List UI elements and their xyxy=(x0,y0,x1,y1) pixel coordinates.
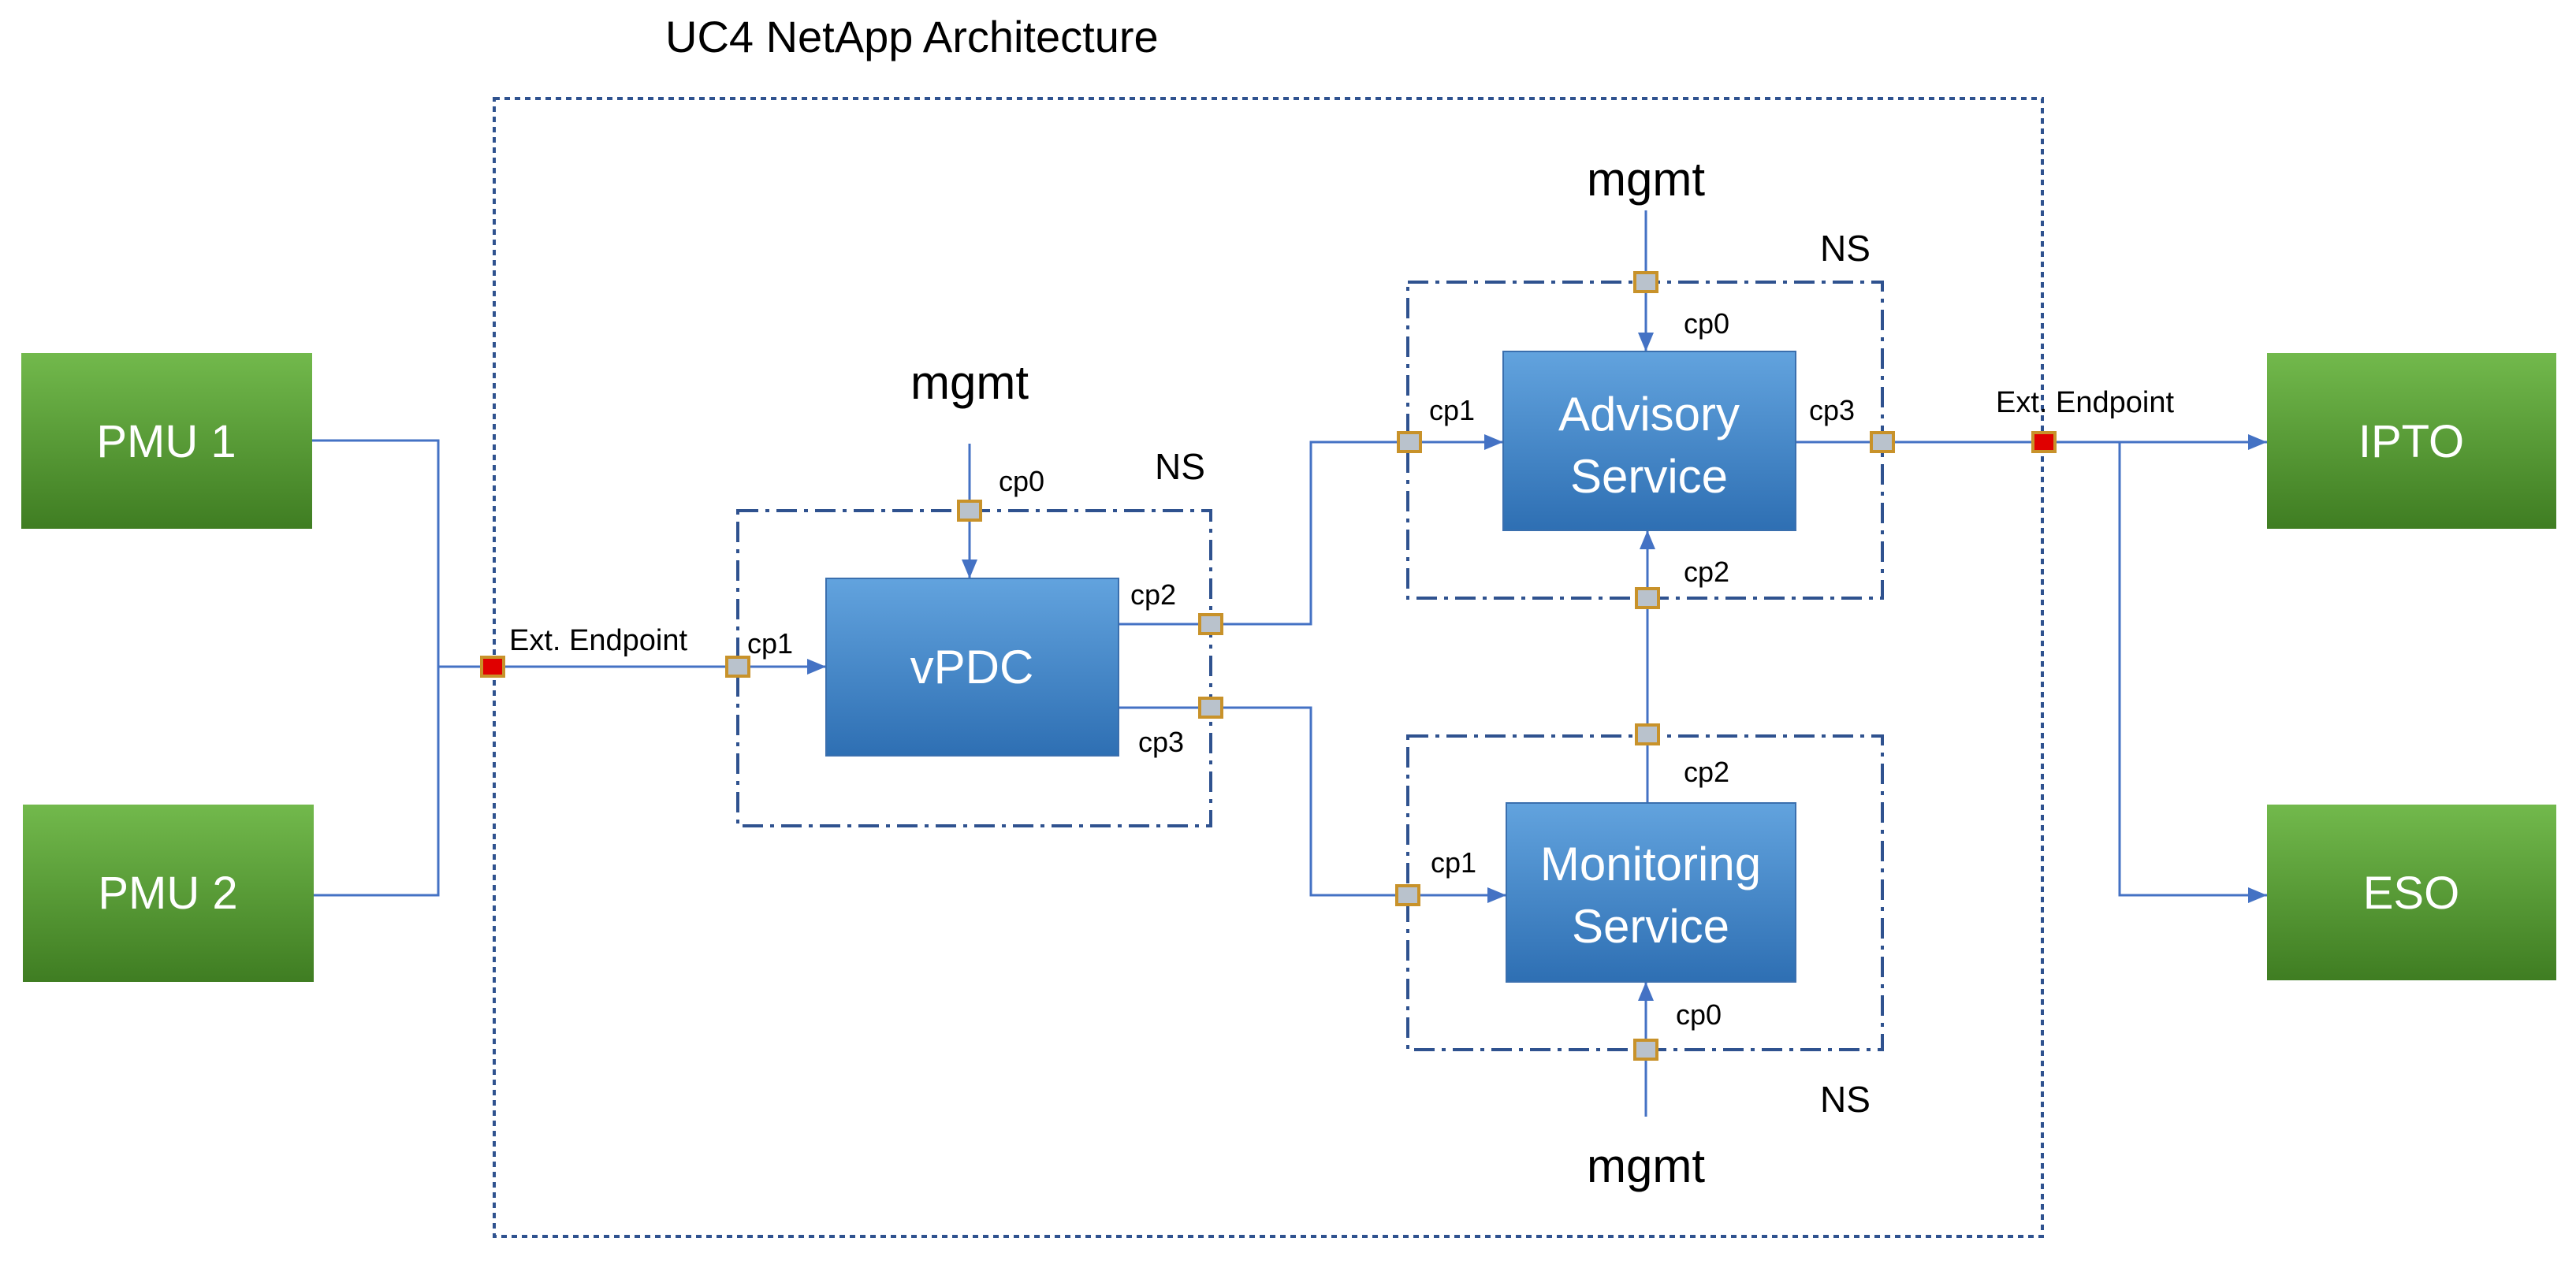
vpdc-cp3-port xyxy=(1198,697,1223,719)
input-ext-endpoint-label: Ext. Endpoint xyxy=(509,624,687,657)
vpdc-cp1-label: cp1 xyxy=(747,627,793,660)
monitoring-ns-label: NS xyxy=(1820,1079,1871,1120)
vpdc-cp1-port xyxy=(725,656,750,678)
output-ext-endpoint-label: Ext. Endpoint xyxy=(1996,386,2174,419)
monitoring-cp2-label: cp2 xyxy=(1684,756,1729,788)
vpdc-cp0-label: cp0 xyxy=(999,465,1044,497)
connector-advisory-to-eso xyxy=(2118,442,2267,903)
advisory-cp0-label: cp0 xyxy=(1684,307,1729,340)
advisory-cp1-label: cp1 xyxy=(1429,394,1475,426)
vpdc-cp2-port xyxy=(1198,613,1223,635)
advisory-cp2-port xyxy=(1635,587,1660,609)
ipto-label: IPTO xyxy=(2358,416,2464,467)
vpdc-ns-label: NS xyxy=(1155,446,1205,487)
ipto-box xyxy=(2267,353,2556,529)
monitoring-cp1-label: cp1 xyxy=(1431,846,1476,879)
monitoring-label-line2: Service xyxy=(1572,900,1729,953)
input-ext-endpoint xyxy=(480,656,505,678)
output-ext-endpoint xyxy=(2031,431,2057,453)
advisory-cp2-label: cp2 xyxy=(1684,556,1729,588)
vnf-vpdc: vPDC xyxy=(825,578,1119,757)
connector-pmu1 xyxy=(312,439,440,667)
external-pmu2: PMU 2 xyxy=(23,805,314,982)
vnf-advisory-service: Advisory Service xyxy=(1502,351,1796,531)
pmu2-box xyxy=(23,805,314,982)
vpdc-mgmt-label: mgmt xyxy=(910,356,1029,409)
advisory-label-line1: Advisory xyxy=(1558,388,1740,441)
advisory-label-line2: Service xyxy=(1570,450,1728,503)
vnf-monitoring-service: Monitoring Service xyxy=(1506,802,1796,983)
external-eso: ESO xyxy=(2267,805,2556,980)
external-ipto: IPTO xyxy=(2267,353,2556,529)
vpdc-label: vPDC xyxy=(910,641,1034,693)
eso-label: ESO xyxy=(2363,868,2460,919)
pmu2-label: PMU 2 xyxy=(98,868,237,919)
external-pmu1: PMU 1 xyxy=(21,353,312,529)
vpdc-box xyxy=(825,578,1119,757)
monitoring-mgmt-label: mgmt xyxy=(1587,1139,1705,1192)
vpdc-cp0-port xyxy=(957,500,982,522)
advisory-ns-label: NS xyxy=(1820,228,1871,269)
pmu1-box xyxy=(21,353,312,529)
netapp-boundary xyxy=(493,97,2044,1238)
connector-pmu2 xyxy=(314,667,440,897)
advisory-cp3-port xyxy=(1870,431,1895,453)
eso-box xyxy=(2267,805,2556,980)
monitoring-cp0-label: cp0 xyxy=(1676,998,1722,1031)
pmu1-label: PMU 1 xyxy=(96,416,236,467)
diagram-title: UC4 NetApp Architecture xyxy=(665,12,1159,61)
advisory-cp0-port xyxy=(1633,271,1658,293)
advisory-service-box xyxy=(1502,351,1796,531)
monitoring-service-box xyxy=(1506,802,1796,983)
monitoring-label-line1: Monitoring xyxy=(1540,838,1761,890)
monitoring-cp1-port xyxy=(1395,884,1420,906)
vpdc-cp3-label: cp3 xyxy=(1138,726,1184,758)
advisory-mgmt-label: mgmt xyxy=(1587,153,1705,206)
monitoring-cp0-port xyxy=(1633,1039,1658,1061)
advisory-cp3-label: cp3 xyxy=(1809,394,1855,426)
monitoring-cp2-port xyxy=(1635,723,1660,745)
vpdc-cp2-label: cp2 xyxy=(1130,578,1176,611)
advisory-cp1-port xyxy=(1397,431,1422,453)
